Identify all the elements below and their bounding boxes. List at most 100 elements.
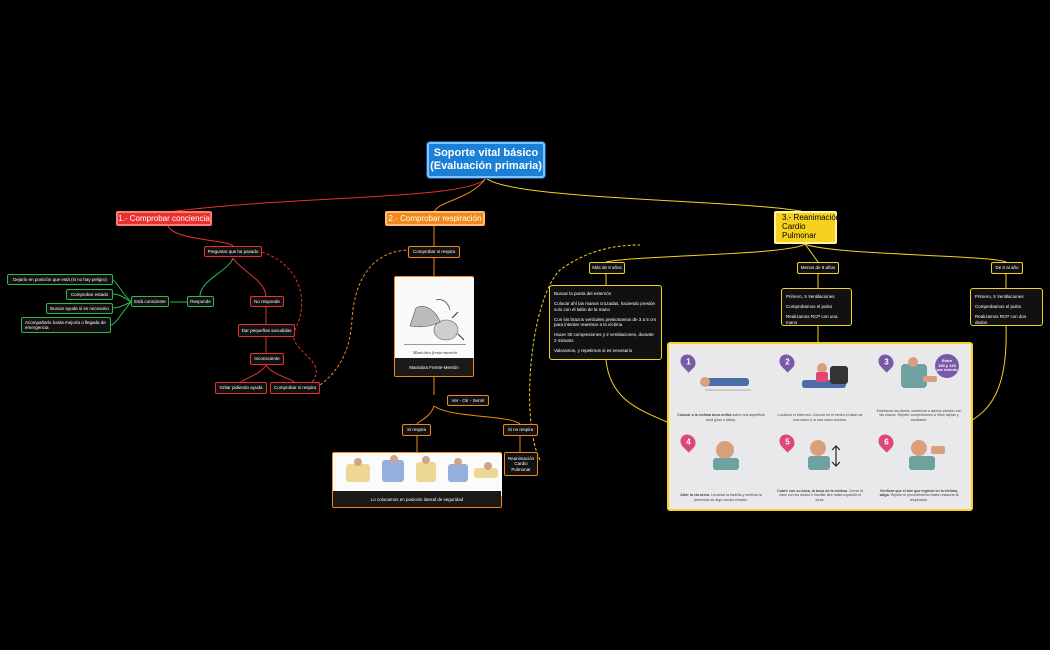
rate-badge-line: 100 y 120 xyxy=(938,362,956,368)
maniobra-italic-label: Maniobra frente-mentón xyxy=(412,350,458,355)
step-bold: Cubrir con su boca, la boca de la víctim… xyxy=(777,488,848,493)
maniobra-caption: Maniobra Frente-Mentón xyxy=(395,358,473,376)
step-number: 5 xyxy=(784,437,790,447)
node-rcp-link[interactable]: Reanimación Cardio Pulmonar xyxy=(504,452,538,476)
node-comprobar-si-respira-1-label: Comprobar si respira xyxy=(274,385,317,391)
maniobra-image-card[interactable]: Maniobra frente-mentón Maniobra Frente-M… xyxy=(394,276,474,377)
pls-image-card[interactable]: Lo colocamos en posición lateral de segu… xyxy=(332,452,502,508)
card-de-0-al-ano-item: Comprobamos el pulso xyxy=(975,303,1022,309)
step-number: 6 xyxy=(883,437,889,447)
node-esta-consciente[interactable]: Está consciente xyxy=(131,296,169,307)
compression-icon xyxy=(901,357,937,388)
step-text: Cerrar la nariz con los dedos e insuflar… xyxy=(779,488,863,502)
node-preguntar-label: Preguntar que ha pasado xyxy=(207,248,259,254)
node-consciente-item-2-label: Comprobar estado xyxy=(70,291,109,297)
pls-illustration xyxy=(334,454,502,496)
rcp-step-6: 6 Verificar que el aire que ingresó en l… xyxy=(871,428,967,504)
root-title-line2: (Evaluación primaria) xyxy=(430,160,542,172)
person-lying-icon xyxy=(700,377,751,391)
node-si-respira[interactable]: Si respira xyxy=(402,424,431,436)
node-si-no-respira-label: Si no respira xyxy=(507,427,534,433)
branch-rcp-line1: 3.- Reanimación xyxy=(782,213,841,222)
node-responde[interactable]: Responde xyxy=(187,296,214,307)
node-gritar-ayuda[interactable]: Gritar pidiendo ayuda xyxy=(215,382,267,394)
card-mas-de-8-item: Valoramos, y repetimos si es necesario xyxy=(554,347,633,353)
card-mas-de-8-item: Con los brazos verticales presionamos de… xyxy=(554,316,657,328)
node-consciente-item-3-label: Buscar ayuda si es necesario xyxy=(50,305,109,311)
node-comprobar-si-respira-1[interactable]: Comprobar si respira xyxy=(270,382,320,394)
node-ver-oir-sentir-label: Ver - Oír - Sentir xyxy=(451,397,485,403)
node-mas-de-8[interactable]: Más de 8 años xyxy=(589,262,625,274)
card-de-0-al-ano[interactable]: Primero, 5 Ventilaciones Comprobamos el … xyxy=(970,288,1043,326)
step-text: Levantar la barbilla y verificar la pres… xyxy=(693,493,762,502)
rate-badge-line: por minuto xyxy=(936,367,958,373)
rescue-breath-icon xyxy=(808,440,841,470)
rcp-step-5: 5 Cubrir con su boca, la boca de la víct… xyxy=(772,428,868,504)
node-no-responde[interactable]: No responde xyxy=(250,296,284,307)
step-text: Localizar el esternón. Colocar en el cen… xyxy=(777,413,863,422)
hands-on-chest-icon xyxy=(802,363,848,388)
node-si-no-respira[interactable]: Si no respira xyxy=(503,424,538,436)
branch-rcp-line3: Pulmonar xyxy=(782,231,817,241)
card-menos-de-8-item: Realizamos RCP con una mano xyxy=(786,313,838,325)
step-number: 3 xyxy=(883,357,889,367)
node-consciente-item-1[interactable]: Dejarlo en posición que está (si no hay … xyxy=(7,274,113,285)
rcp-step-1: 1 Colocar a la víctima boca arriba sobre… xyxy=(673,348,769,424)
node-dar-sacudidas-label: Dar pequeñas sacudidas xyxy=(241,327,292,333)
branch-comprobar-respiracion-label: 2.- Comprobar respiración xyxy=(388,213,482,223)
step-text: Repetir el procedimiento hasta restaurar… xyxy=(890,493,959,502)
node-esta-consciente-label: Está consciente xyxy=(134,298,166,304)
step-text: sobre una superficie dura (piso o tabla)… xyxy=(706,413,765,422)
node-consciente-item-4-label: Acompañarlo hasta mejoría o llegada de e… xyxy=(25,319,106,330)
node-comprobar-si-respira-2-label: Comprobar si respira xyxy=(412,249,455,255)
node-gritar-ayuda-label: Gritar pidiendo ayuda xyxy=(219,385,263,391)
node-consciente-item-2[interactable]: Comprobar estado xyxy=(66,289,113,300)
branch-rcp-line2: Cardio xyxy=(782,222,806,232)
node-consciente-item-1-label: Dejarlo en posición que está (si no hay … xyxy=(13,276,107,282)
node-rcp-link-label: Reanimación Cardio Pulmonar xyxy=(507,456,535,472)
node-consciente-item-3[interactable]: Buscar ayuda si es necesario xyxy=(46,303,113,314)
card-menos-de-8[interactable]: Primero, 5 Ventilaciones Comprobamos el … xyxy=(781,288,852,326)
branch-rcp[interactable]: 3.- Reanimación Cardio Pulmonar xyxy=(774,211,841,244)
pls-caption: Lo colocamos en posición lateral de segu… xyxy=(333,491,501,507)
node-de-0-al-ano[interactable]: De 0 al año xyxy=(991,262,1023,274)
node-preguntar[interactable]: Preguntar que ha pasado xyxy=(204,246,262,257)
node-inconsciente[interactable]: Inconsciente xyxy=(250,353,284,365)
check-breathing-icon xyxy=(909,440,945,470)
node-no-responde-label: No responde xyxy=(254,298,280,304)
node-consciente-item-4[interactable]: Acompañarlo hasta mejoría o llegada de e… xyxy=(21,317,111,333)
open-airway-icon xyxy=(713,441,739,470)
step-number: 4 xyxy=(685,437,691,447)
step-bold: Abrir la vía aérea. xyxy=(680,493,711,498)
card-mas-de-8-item: Hacer 30 compresiones y 2 ventilaciones,… xyxy=(554,332,654,344)
card-mas-de-8-item: Buscar la punta del esternón xyxy=(554,291,612,296)
maniobra-illustration: Maniobra frente-mentón xyxy=(396,278,474,358)
root-topic[interactable]: Soporte vital básico (Evaluación primari… xyxy=(427,142,545,178)
card-mas-de-8-item: Colocar ahí las manos cruzadas, haciendo… xyxy=(554,300,656,312)
node-dar-sacudidas[interactable]: Dar pequeñas sacudidas xyxy=(238,324,295,337)
branch-comprobar-conciencia[interactable]: 1.- Comprobar conciencia xyxy=(116,211,212,226)
branch-comprobar-respiracion[interactable]: 2.- Comprobar respiración xyxy=(385,211,485,226)
step-text: Entrelazar los dedos, comenzar a aplicar… xyxy=(876,408,962,422)
node-comprobar-si-respira-2[interactable]: Comprobar si respira xyxy=(408,246,460,258)
rcp-infographic[interactable]: 1 Colocar a la víctima boca arriba sobre… xyxy=(667,342,973,511)
root-title-line1: Soporte vital básico xyxy=(433,147,539,160)
node-si-respira-label: Si respira xyxy=(406,427,426,433)
branch-comprobar-conciencia-label: 1.- Comprobar conciencia xyxy=(118,213,210,223)
node-de-0-al-ano-label: De 0 al año xyxy=(995,265,1019,271)
step-bold: Colocar a la víctima boca arriba xyxy=(677,413,732,418)
card-de-0-al-ano-item: Primero, 5 Ventilaciones xyxy=(975,294,1024,299)
card-de-0-al-ano-item: Realizamos RCP con dos dedos xyxy=(975,313,1027,325)
rcp-step-4: 4 Abrir la vía aérea. Levantar la barbil… xyxy=(673,428,769,504)
node-responde-label: Responde xyxy=(190,298,211,304)
node-ver-oir-sentir[interactable]: Ver - Oír - Sentir xyxy=(447,395,489,406)
card-mas-de-8[interactable]: Buscar la punta del esternón Colocar ahí… xyxy=(549,285,662,360)
card-menos-de-8-item: Primero, 5 Ventilaciones xyxy=(786,294,835,299)
step-bold: Verificar que el aire que ingresó en la … xyxy=(879,488,958,498)
rate-badge-line: Entre xyxy=(941,358,953,364)
step-number: 1 xyxy=(685,357,691,367)
node-inconsciente-label: Inconsciente xyxy=(254,356,280,362)
node-menos-de-8[interactable]: Menos de 8 años xyxy=(797,262,839,274)
